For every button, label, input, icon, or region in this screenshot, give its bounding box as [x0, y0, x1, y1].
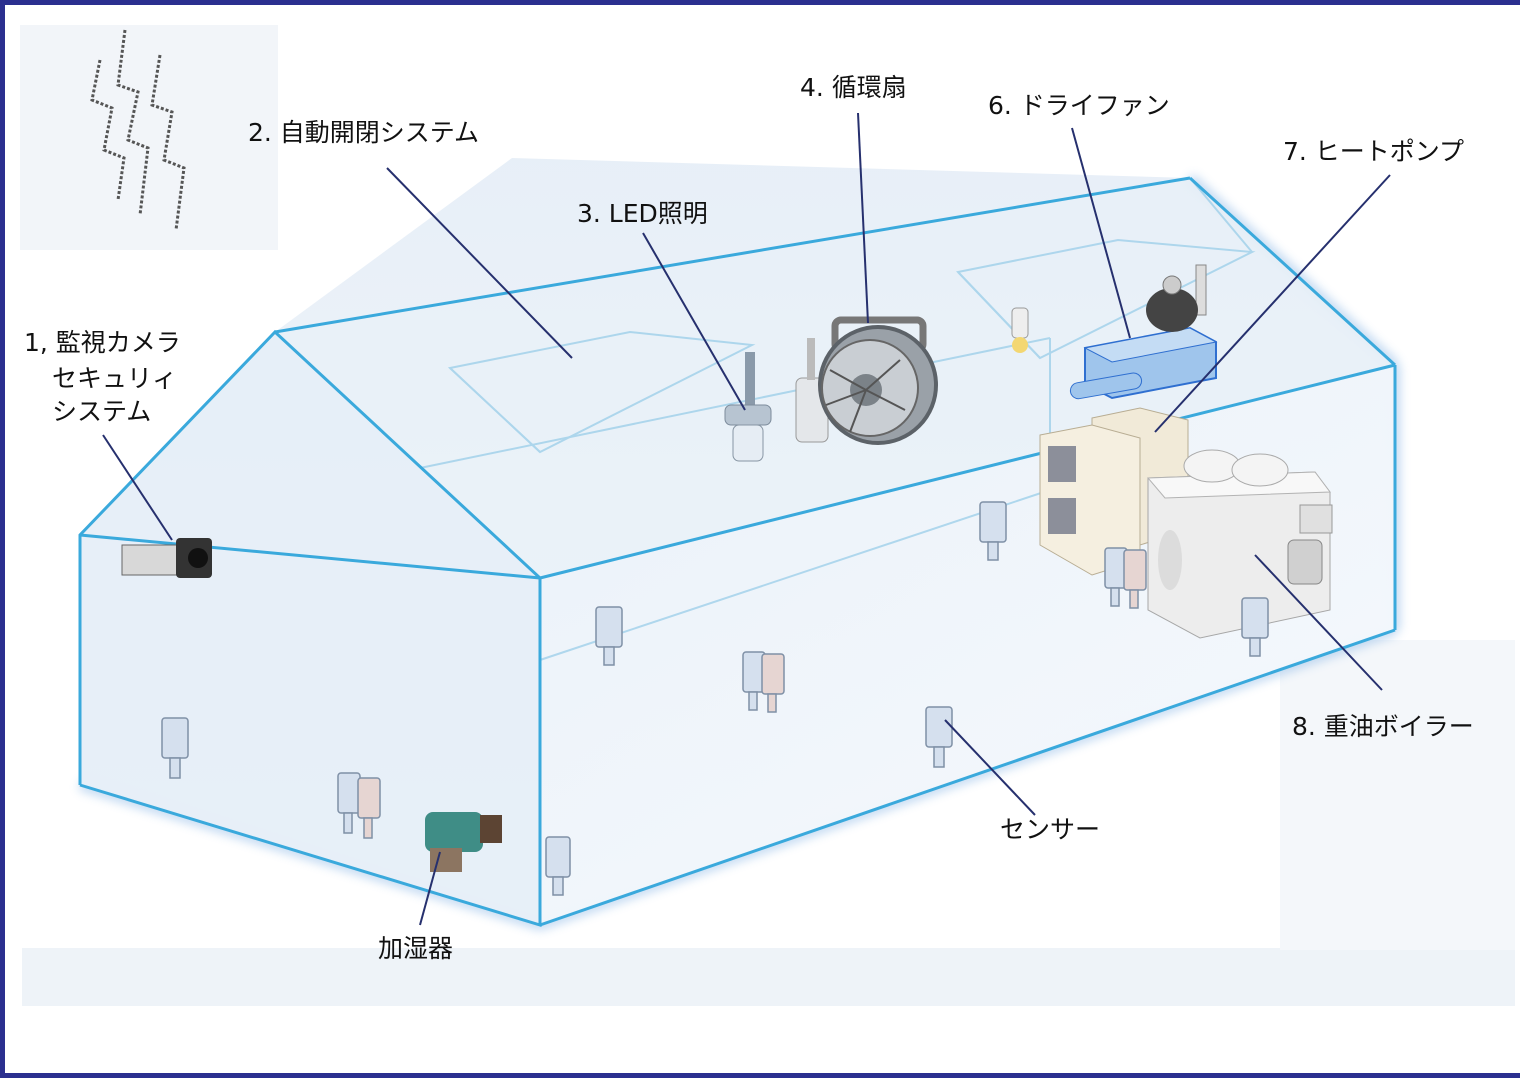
house-inner-lines — [419, 177, 1256, 661]
sensor-icon — [1104, 547, 1147, 609]
leader-fan — [857, 112, 869, 324]
leader-boiler — [1254, 554, 1383, 691]
label-circulation-fan: 4. 循環扇 — [800, 73, 907, 102]
leader-sensor — [944, 719, 1036, 816]
camera-icon — [121, 538, 212, 578]
lightning-panel — [20, 25, 278, 250]
sensor-icon — [595, 606, 623, 666]
sensor-icon — [545, 836, 571, 896]
sensor-group — [161, 501, 1269, 896]
lightning-icon — [90, 29, 186, 231]
sensor-icon — [161, 717, 189, 779]
humidifier-icon — [425, 812, 502, 872]
label-sensor: センサー — [1000, 815, 1100, 844]
leader-heat-pump — [1154, 174, 1391, 433]
leader-dry-fan — [1071, 127, 1131, 339]
greenhouse — [78, 158, 1397, 928]
label-boiler: 8. 重油ボイラー — [1292, 712, 1474, 741]
house-edges — [78, 176, 1397, 928]
label-auto-open: 2. 自動開閉システム — [248, 118, 479, 147]
leader-auto-open — [386, 167, 573, 359]
label-led: 3. LED照明 — [577, 199, 708, 228]
sprinkler-icon — [1011, 307, 1029, 353]
sensor-icon — [979, 501, 1007, 561]
ground-panel — [1280, 640, 1515, 950]
leader-led — [642, 232, 746, 411]
label-heat-pump: 7. ヒートポンプ — [1283, 137, 1464, 166]
led-light-icon — [724, 352, 772, 462]
boiler-icon — [1146, 449, 1333, 639]
label-camera-line2: セキュリィ — [52, 364, 177, 393]
floor-band — [22, 948, 1515, 1006]
label-dry-fan: 6. ドライファン — [988, 91, 1170, 120]
sensor-icon — [1241, 597, 1269, 657]
leader-camera — [102, 434, 173, 541]
label-humidifier: 加湿器 — [378, 934, 453, 963]
label-camera-line1: 1, 監視カメラ — [24, 328, 181, 357]
sensor-icon — [742, 651, 785, 713]
leader-humidifier — [419, 851, 441, 926]
house-front-gable — [80, 332, 540, 925]
leader-lines — [102, 112, 1391, 926]
label-camera-line3: システム — [52, 397, 151, 426]
circulation-fan-icon — [795, 316, 938, 445]
labels: 1, 監視カメラ セキュリィ システム 2. 自動開閉システム 3. LED照明… — [24, 73, 1474, 963]
dry-fan-icon — [1069, 264, 1218, 400]
sensor-icon — [337, 772, 381, 839]
